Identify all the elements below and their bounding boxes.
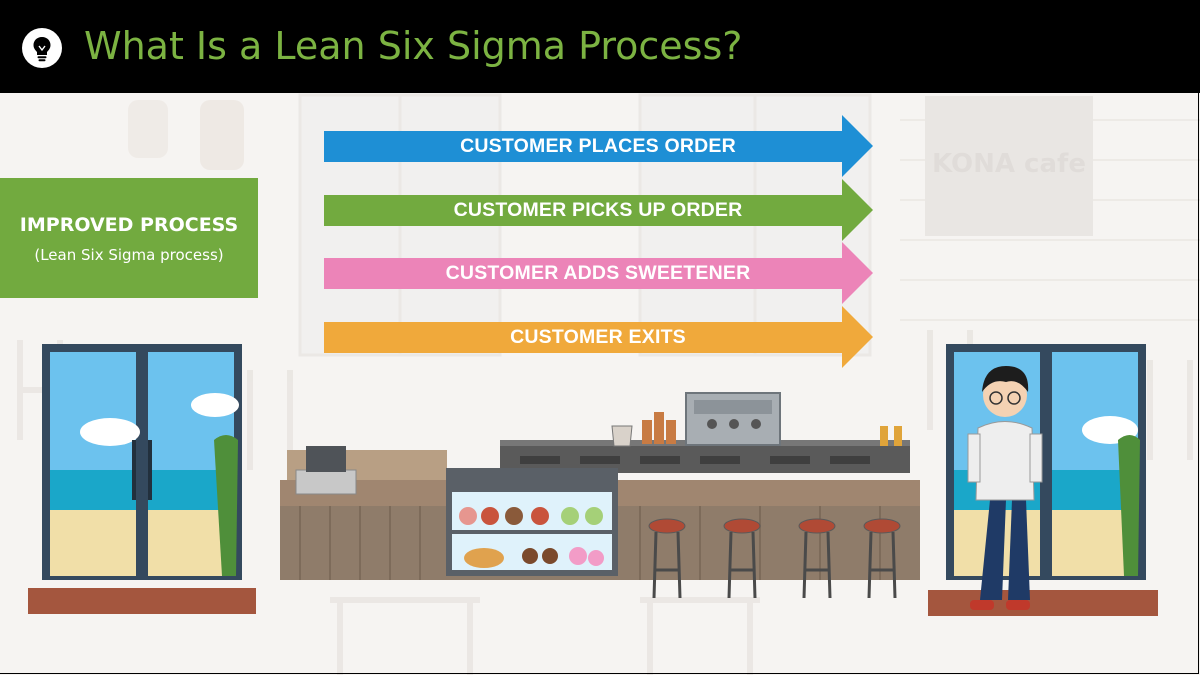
entrance-door: [28, 344, 256, 614]
process-label-title: IMPROVED PROCESS: [19, 214, 239, 236]
step-label-place-order: CUSTOMER PLACES ORDER: [460, 135, 736, 157]
step-arrow-place-order: [324, 115, 873, 177]
service-counter: [280, 446, 920, 580]
lightbulb-icon: [22, 28, 62, 68]
step-label-add-sweetener: CUSTOMER ADDS SWEETENER: [445, 262, 751, 284]
bar-stools: [648, 518, 901, 599]
step-label-pick-up-order: CUSTOMER PICKS UP ORDER: [453, 199, 743, 221]
step-label-exit: CUSTOMER EXITS: [510, 326, 686, 348]
cafe-sign: KONA cafe: [932, 149, 1086, 179]
step-arrow-pick-up-order: [324, 179, 873, 241]
step-arrow-add-sweetener: [324, 242, 873, 304]
page-title: What Is a Lean Six Sigma Process?: [84, 24, 743, 68]
coffee-counter: [500, 392, 910, 473]
process-label: IMPROVED PROCESS (Lean Six Sigma process…: [0, 178, 258, 298]
process-label-subtitle: (Lean Six Sigma process): [34, 246, 224, 264]
title-bar: What Is a Lean Six Sigma Process?: [0, 0, 1200, 93]
customer-character: [967, 366, 1043, 610]
step-arrow-exit: [324, 306, 873, 368]
